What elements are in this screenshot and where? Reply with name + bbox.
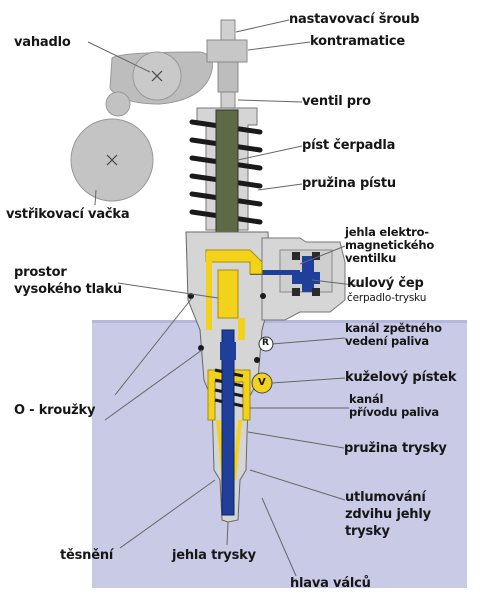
label-ventil-pro: ventil pro — [302, 94, 371, 109]
label-kanal-privodu-2: přívodu paliva — [349, 405, 439, 419]
label-pist-cerpadla: píst čerpadla — [302, 138, 396, 153]
label-prostor-1: prostor — [14, 265, 67, 280]
lock-nut — [206, 39, 248, 63]
label-jehla-trysky: jehla trysky — [172, 548, 256, 563]
label-nastavovaci-sroub: nastavovací šroub — [289, 12, 420, 27]
rocker-roller — [105, 91, 131, 117]
label-jehla-elektro-1: jehla elektro- — [345, 225, 429, 239]
label-kontramatice: kontramatice — [310, 34, 405, 49]
label-tesneni: těsnění — [60, 548, 114, 563]
label-vstrikovaci-vacka: vstřikovací vačka — [6, 207, 130, 222]
nozzle-needle — [221, 329, 235, 516]
label-utlumovani-3: trysky — [345, 524, 390, 539]
label-pruzina-trysky: pružina trysky — [344, 441, 447, 456]
label-utlumovani-2: zdvihu jehly — [345, 507, 431, 522]
label-kulovy-cep: kulový čep — [347, 276, 424, 291]
label-jehla-elektro-3: ventilku — [345, 251, 397, 265]
valve-v-letter: V — [258, 377, 266, 388]
label-cerpadlo-trysku: čerpadlo-trysku — [347, 292, 427, 304]
label-kanal-privodu-1: kanál — [349, 392, 384, 406]
o-rings — [188, 293, 266, 363]
label-o-krouzky: O - kroužky — [14, 403, 96, 418]
label-vahadlo: vahadlo — [14, 35, 71, 50]
label-hlava-valcu: hlava válců — [290, 576, 371, 591]
label-kanal-zpet-2: vedení paliva — [345, 334, 429, 348]
label-pruzina-pistu: pružina pístu — [302, 176, 396, 191]
label-jehla-elektro-2: magnetického — [345, 238, 435, 252]
label-utlumovani-1: utlumování — [345, 490, 426, 505]
label-kuzelovy-pistek: kuželový pístek — [345, 370, 457, 385]
leader-lines — [87, 19, 363, 577]
label-prostor-2: vysokého tlaku — [14, 282, 122, 297]
label-kanal-zpet-1: kanál zpětného — [345, 321, 442, 335]
cylinder-head — [92, 320, 467, 588]
valve-r-letter: R — [262, 338, 269, 348]
